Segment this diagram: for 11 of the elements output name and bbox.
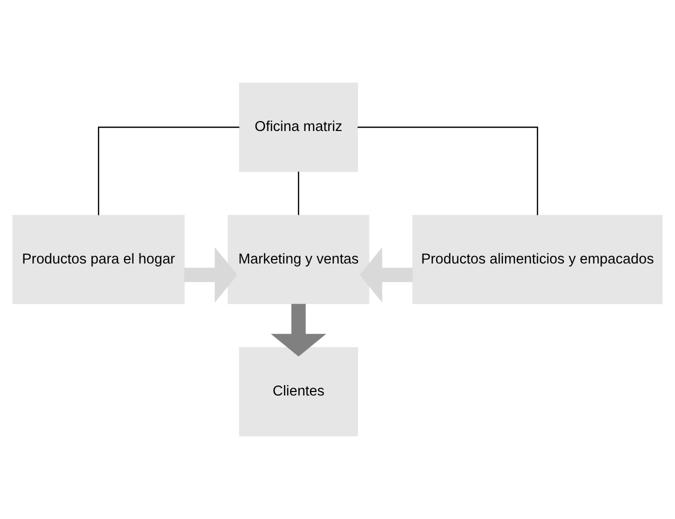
node-box: Marketing y ventas [228,214,370,304]
arrow [270,304,326,357]
node-box: Clientes [239,347,358,436]
connector [298,172,300,215]
connector [98,126,240,216]
arrow [360,247,413,303]
node-box: Productos para el hogar [12,214,185,304]
arrow [184,247,238,303]
node-box: Oficina matriz [239,82,358,172]
connector [358,126,538,216]
node-box: Productos alimenticios y empacados [412,214,663,304]
